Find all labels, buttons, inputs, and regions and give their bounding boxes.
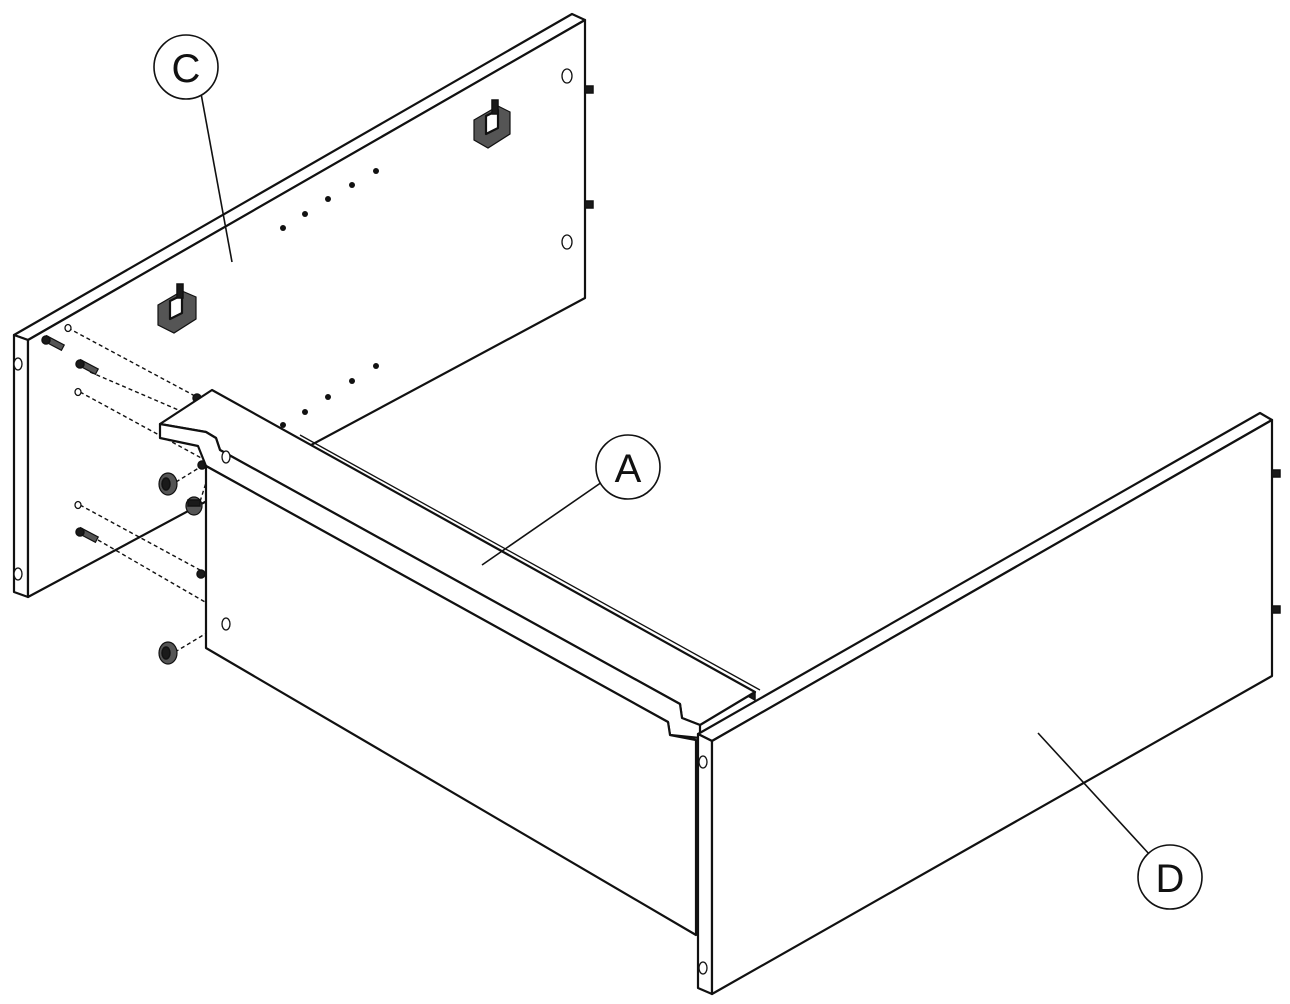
- callout-a: A: [481, 434, 661, 566]
- top-rail-a: [158, 388, 761, 740]
- callout-d: D: [1037, 732, 1203, 910]
- screw-2: [75, 358, 100, 376]
- hinge-bracket-lower: [157, 283, 197, 334]
- callout-d-label: D: [1156, 857, 1185, 901]
- callout-c: C: [153, 34, 233, 263]
- back-panel-c: [12, 12, 594, 599]
- back-panel-dowels: [584, 85, 594, 209]
- hinge-bracket-upper: [473, 99, 511, 149]
- shelf-pin-holes-lower: [280, 363, 379, 428]
- shelf-pin-holes-upper: [280, 168, 379, 231]
- callout-a-label: A: [615, 447, 642, 491]
- cam-lock-2: [185, 496, 203, 516]
- cam-lock-3: [158, 641, 178, 665]
- cam-lock-1: [158, 472, 178, 496]
- callout-c-label: C: [172, 47, 201, 91]
- screw-3: [75, 526, 100, 544]
- fastener-hardware: [41, 323, 221, 665]
- right-side-panel-d: [696, 411, 1281, 996]
- screw-1: [41, 334, 66, 352]
- left-side-panel: [204, 450, 698, 937]
